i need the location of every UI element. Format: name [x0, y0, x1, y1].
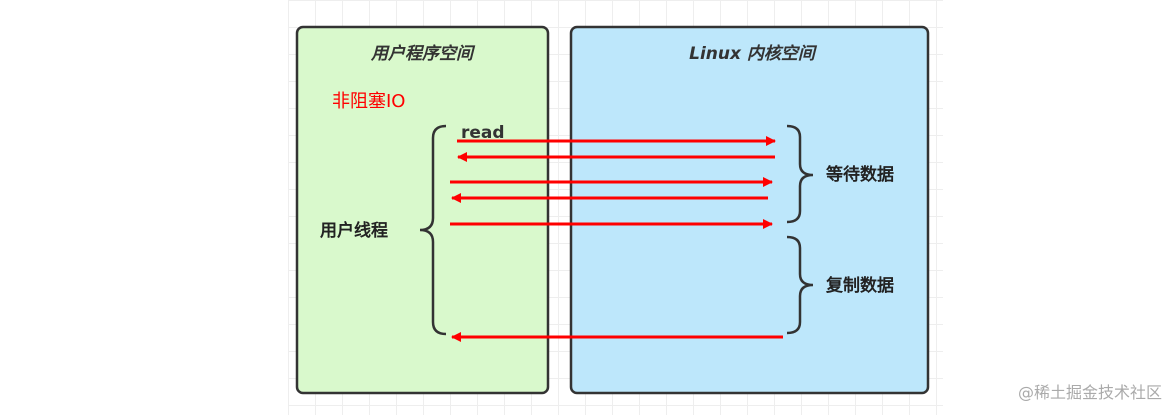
user-thread-label: 用户线程: [320, 220, 388, 241]
wait-data-label: 等待数据: [826, 164, 894, 185]
user-thread-brace: [419, 124, 447, 336]
copy-data-brace: [786, 235, 814, 335]
kernel-space-title: Linux 内核空间: [689, 44, 818, 64]
user-space-title: 用户程序空间: [370, 44, 476, 64]
wait-data-brace: [786, 124, 814, 224]
copy-data-label: 复制数据: [825, 275, 894, 296]
read-call-label: read: [461, 123, 505, 143]
nonblocking-io-label: 非阻塞IO: [332, 91, 405, 112]
user-space-panel: [295, 25, 550, 395]
watermark: @稀土掘金技术社区: [1017, 383, 1162, 402]
kernel-space-panel: [569, 25, 930, 395]
